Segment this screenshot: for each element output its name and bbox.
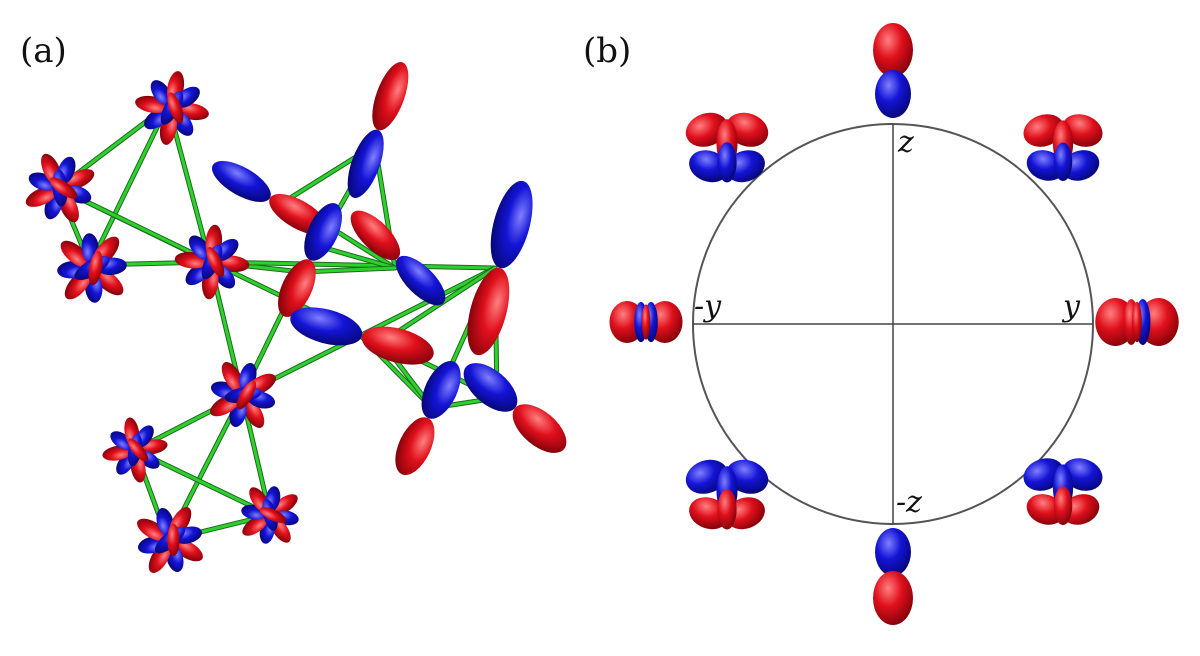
orientation-circle: z -z y -y	[692, 123, 1094, 525]
orbital-lobe	[875, 70, 911, 118]
site-flower	[102, 417, 168, 483]
site-dumbbell	[467, 180, 533, 356]
panel-b-label: (b)	[583, 31, 631, 71]
orbital-lobe	[361, 326, 434, 365]
orbital-lobe	[127, 438, 149, 462]
lattice-sites	[25, 62, 567, 573]
orbital-lobe	[137, 518, 168, 541]
orbital-lobe	[242, 397, 265, 428]
bond	[88, 103, 170, 267]
orbital-lobe	[463, 363, 518, 412]
orbital-lobe	[49, 177, 78, 199]
site-flower	[57, 233, 127, 303]
orbital-lobe	[873, 23, 913, 77]
orbital-lobe	[259, 507, 287, 523]
orbital-lobe	[290, 307, 363, 346]
orbital-lobe	[717, 142, 737, 183]
orbital-lobe	[188, 235, 212, 260]
orbital-lobe	[372, 62, 409, 131]
axis-label-z: z	[897, 125, 914, 160]
site-dumbbell	[290, 307, 434, 365]
orbital-lobe	[236, 380, 257, 410]
site-flower	[241, 486, 299, 544]
orbital-bottom	[873, 528, 913, 625]
orbital-lobe	[873, 571, 913, 625]
bond	[300, 266, 397, 274]
site-dumbbell	[463, 363, 567, 453]
orbital-lobe	[221, 362, 244, 393]
orbital-lobe	[60, 240, 91, 268]
site-dumbbell	[395, 361, 461, 475]
orbital-orientations	[609, 23, 1179, 625]
orbital-right	[1095, 298, 1179, 346]
orbital-lobe	[875, 528, 911, 576]
orbital-left	[609, 301, 683, 343]
orbital-lobe	[490, 180, 533, 269]
orbital-lobe	[395, 417, 435, 475]
orbital-upper-left	[685, 112, 769, 183]
bond-network	[55, 102, 500, 543]
site-flower	[137, 507, 203, 573]
site-flower	[174, 224, 250, 300]
bond	[208, 260, 497, 270]
orbital-lobe	[1132, 301, 1142, 343]
axis-label-neg-y: -y	[694, 289, 722, 324]
orbital-lobe	[467, 267, 510, 356]
bond	[316, 244, 397, 270]
axis-label-neg-z: -z	[896, 485, 922, 520]
orbital-lobe	[395, 255, 446, 306]
orbital-lobe	[347, 129, 384, 198]
orbital-lobe	[1053, 142, 1073, 182]
orbital-lobe	[717, 489, 737, 530]
orbital-lobe	[167, 92, 184, 124]
orbital-lobe	[271, 494, 298, 516]
orbital-lobe	[278, 259, 316, 317]
site-dumbbell	[278, 203, 342, 317]
orbital-lobe	[421, 361, 461, 419]
orbital-lobe	[242, 514, 269, 536]
site-flower	[210, 362, 276, 428]
orbital-lobe	[150, 80, 172, 106]
orbital-lobe	[350, 210, 401, 261]
orbital-lobe	[1053, 486, 1073, 526]
axis-label-y: y	[1061, 289, 1081, 324]
site-flower	[25, 153, 95, 223]
orbital-lower-left	[685, 459, 769, 530]
orbital-lobe	[62, 169, 95, 190]
orbital-lower-right	[1023, 458, 1103, 526]
orbital-lobe	[206, 246, 225, 278]
site-flower	[135, 71, 209, 145]
orbital-lobe	[641, 304, 651, 340]
panel-a-label: (a)	[20, 31, 67, 71]
orbital-lobe	[25, 186, 58, 207]
site-dumbbell	[350, 210, 446, 306]
orbital-lobe	[304, 203, 342, 261]
orbital-lobe	[88, 250, 103, 286]
orbital-upper-right	[1023, 114, 1103, 182]
orbital-lobe	[172, 539, 203, 562]
orbital-top	[873, 23, 913, 118]
orbital-lobe	[167, 523, 180, 557]
site-dumbbell	[347, 62, 409, 198]
orbital-lobe	[93, 268, 124, 296]
orbital-lobe	[512, 404, 567, 453]
orbital-lobe	[211, 161, 271, 202]
